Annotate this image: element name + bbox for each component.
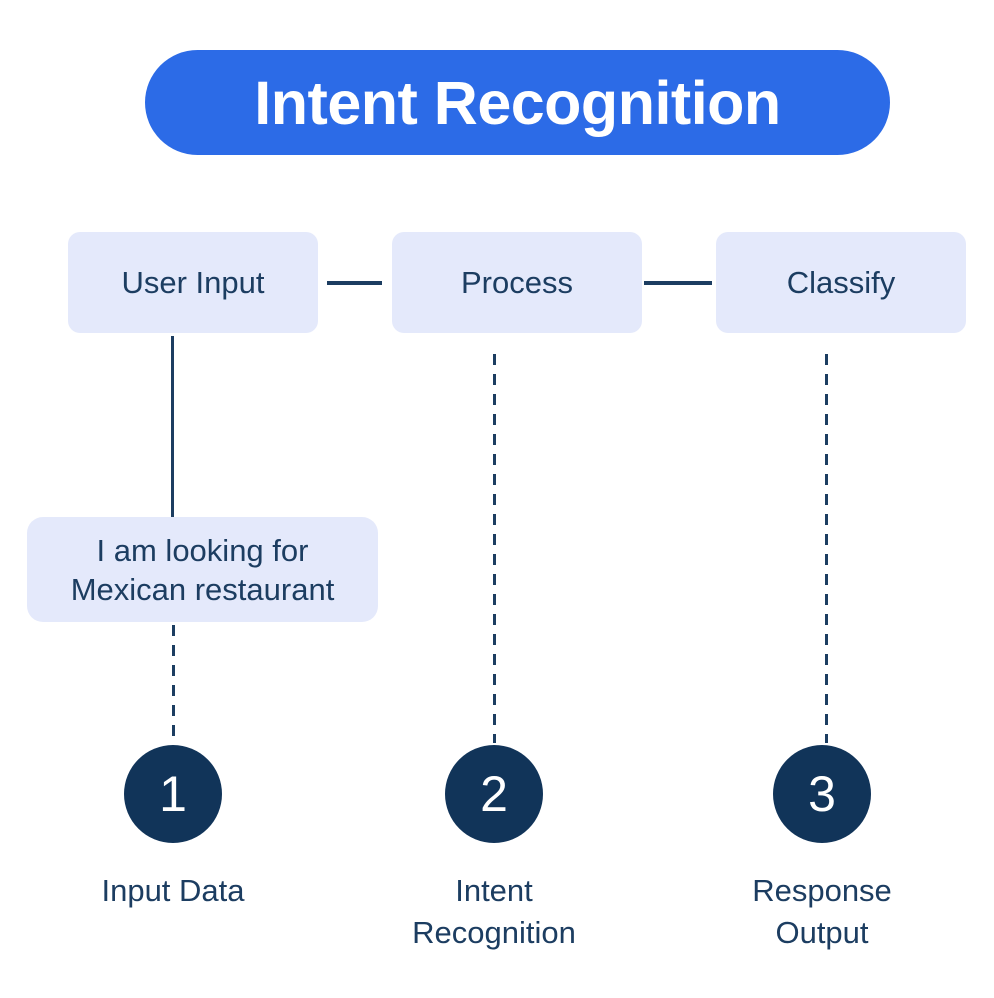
title-banner: Intent Recognition [145, 50, 890, 155]
step-number: 2 [480, 766, 508, 822]
page-title: Intent Recognition [254, 68, 781, 137]
connector-process-to-classify [644, 281, 712, 285]
step-label-input-data: Input Data [101, 873, 245, 908]
dashed-line-classify-to-step3 [825, 354, 828, 743]
connector-user-input-to-process [327, 281, 382, 285]
step-circle-2: 2 [445, 745, 543, 843]
dashed-line-process-to-step2 [493, 354, 496, 743]
flow-node-classify: Classify [716, 232, 966, 333]
step-number: 1 [159, 766, 187, 822]
flow-node-label: Classify [786, 264, 896, 300]
flow-node-label: User Input [121, 264, 265, 300]
example-utterance-box: I am looking for Mexican restaurant [27, 517, 378, 622]
step-label-intent-recognition: Intent Recognition [412, 873, 576, 950]
solid-line-user-input-to-example [171, 336, 174, 517]
step-circle-3: 3 [773, 745, 871, 843]
step-number: 3 [808, 766, 836, 822]
step-circle-1: 1 [124, 745, 222, 843]
dashed-line-example-to-step1 [172, 625, 175, 743]
flow-node-label: Process [461, 264, 573, 300]
step-label-response-output: Response Output [752, 873, 892, 950]
example-utterance-text: I am looking for Mexican restaurant [70, 532, 335, 607]
flow-node-user-input: User Input [68, 232, 318, 333]
flow-node-process: Process [392, 232, 642, 333]
